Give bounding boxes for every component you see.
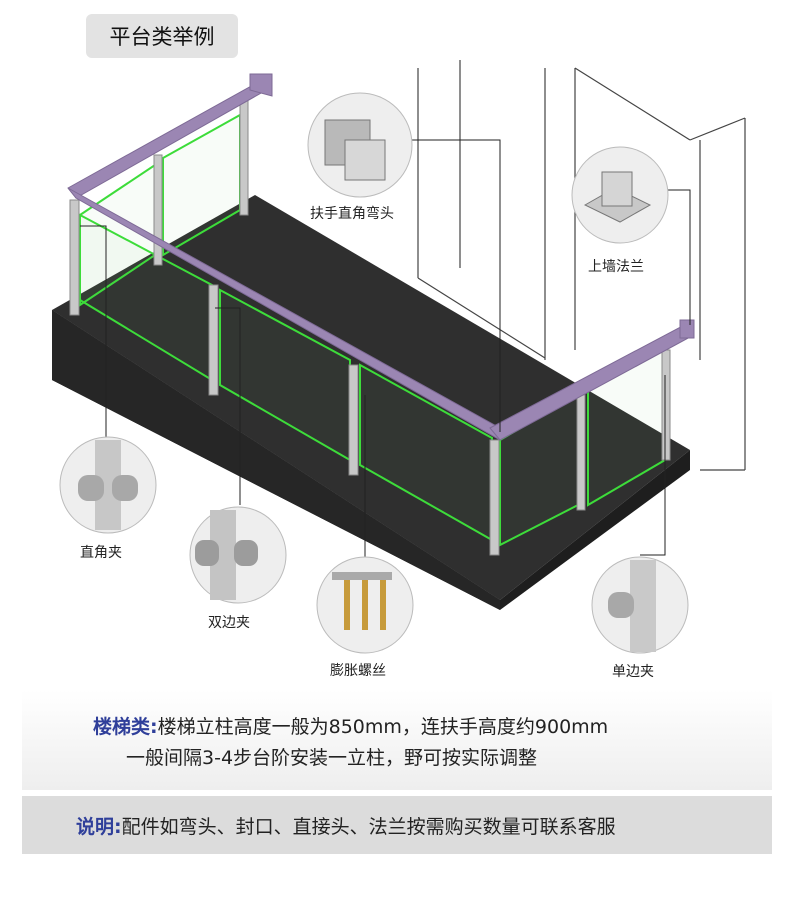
page-title: 平台类举例 — [86, 14, 238, 58]
footer-note-text: 配件如弯头、封口、直接头、法兰按需购买数量可联系客服 — [121, 816, 616, 838]
callout-single-clamp — [591, 556, 689, 654]
label-handrail-elbow: 扶手直角弯头 — [310, 206, 394, 222]
footer-note-label: 说明: — [76, 816, 122, 838]
label-wall-flange: 上墙法兰 — [588, 259, 644, 275]
label-expansion-bolt: 膨胀螺丝 — [330, 663, 386, 679]
stairs-note-line-1: 楼梯类:楼梯立柱高度一般为850mm，连扶手高度约900mm — [93, 712, 608, 739]
label-double-clamp: 双边夹 — [208, 615, 250, 631]
label-corner-clamp: 直角夹 — [80, 545, 122, 561]
footer-note: 说明:配件如弯头、封口、直接头、法兰按需购买数量可联系客服 — [76, 812, 616, 839]
callout-expansion-bolt — [316, 556, 414, 654]
callout-double-clamp — [189, 506, 287, 604]
stairs-note-line-2: 一般间隔3-4步台阶安装一立柱，野可按实际调整 — [126, 747, 538, 769]
handrail — [67, 73, 695, 441]
stairs-note-band — [22, 690, 772, 790]
footer-note-band — [22, 796, 772, 854]
platform-railing-diagram — [52, 60, 746, 654]
label-single-clamp: 单边夹 — [612, 664, 654, 680]
stairs-note-text-1: 楼梯立柱高度一般为850mm，连扶手高度约900mm — [157, 716, 609, 738]
stairs-note-label: 楼梯类: — [93, 716, 158, 738]
glass-panels — [79, 113, 666, 547]
callout-wall-flange — [571, 146, 669, 244]
wall-lines — [417, 60, 746, 471]
callout-handrail-elbow — [307, 92, 413, 198]
posts — [69, 99, 671, 556]
callout-corner-clamp — [59, 436, 157, 534]
